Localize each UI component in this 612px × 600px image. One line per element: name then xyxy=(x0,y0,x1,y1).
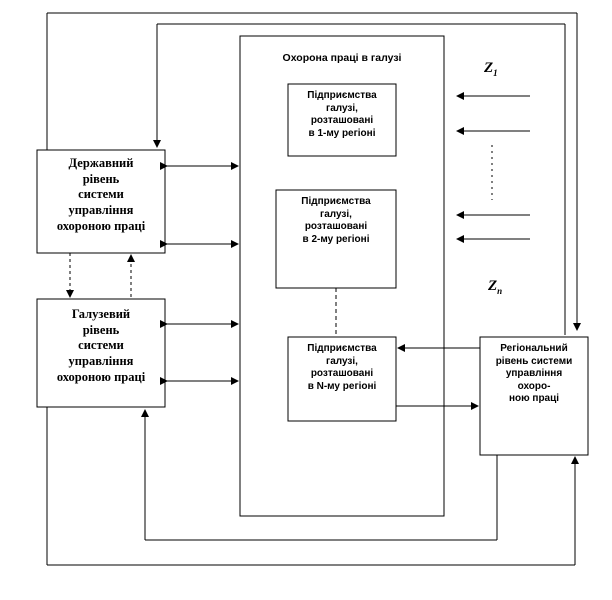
enterprise-region-1-box xyxy=(287,83,397,157)
regional-level-box xyxy=(479,336,589,456)
industry-level-box xyxy=(36,298,166,408)
z1-label: Z1 xyxy=(484,40,498,79)
state-level-box xyxy=(36,149,166,254)
enterprise-region-n-box xyxy=(287,336,397,422)
z1-letter: Z xyxy=(484,59,494,76)
zn-letter: Z xyxy=(488,277,498,294)
z1-subscript: 1 xyxy=(493,67,498,78)
zn-label: Zn xyxy=(488,258,502,297)
zn-subscript: n xyxy=(497,285,503,296)
enterprise-region-1-label: Підприємства галузі, розташовані в 1-му … xyxy=(307,90,377,139)
regional-level-label: Регіональний рівень системи управління о… xyxy=(495,343,573,404)
enterprise-region-2-label: Підприємства галузі, розташовані в 2-му … xyxy=(301,196,371,245)
industry-safety-box xyxy=(239,35,445,517)
industry-level-label: Галузевий рівень системи управління охор… xyxy=(56,307,146,384)
industry-safety-label: Охорона праці в галузі xyxy=(282,52,402,64)
enterprise-region-n-label: Підприємства галузі, розташовані в N-му … xyxy=(307,343,377,392)
state-level-label: Державний рівень системи управління охор… xyxy=(56,156,146,233)
